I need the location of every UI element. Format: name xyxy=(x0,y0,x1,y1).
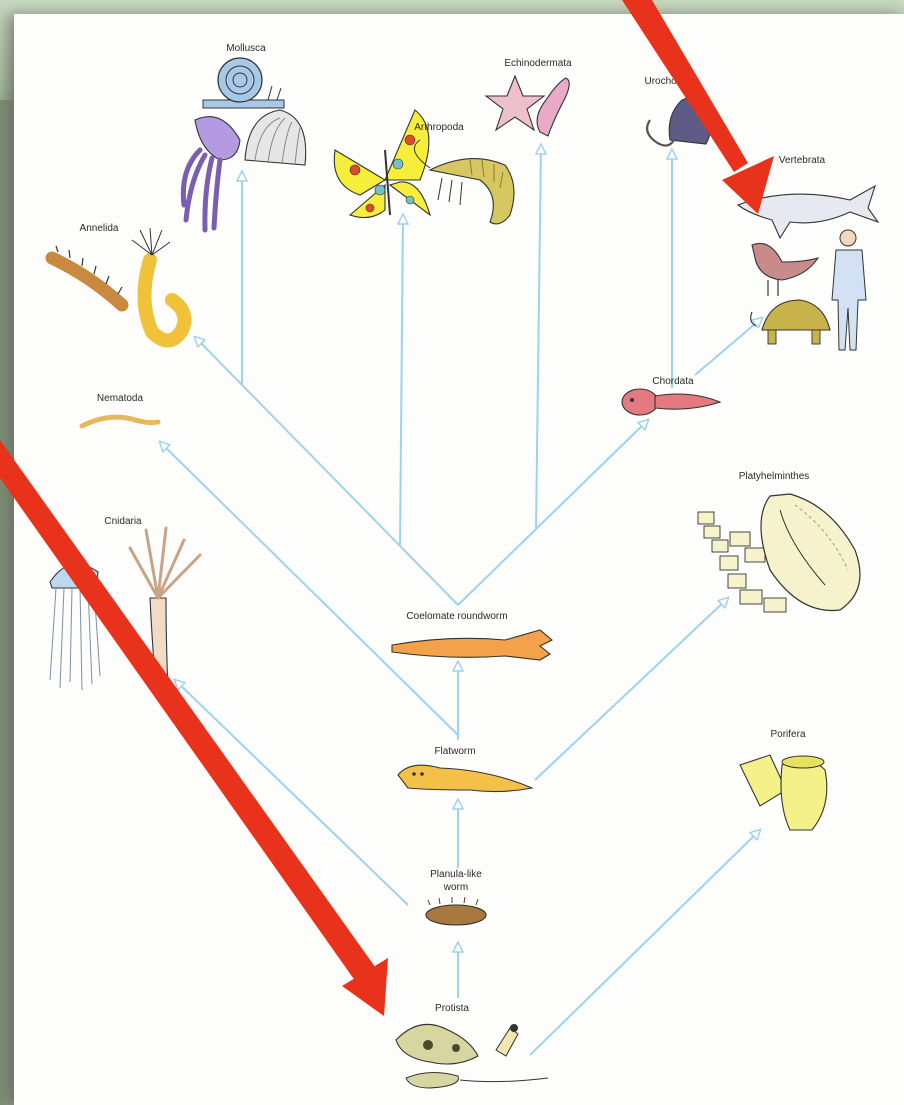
starfish-icon xyxy=(486,76,544,130)
label-vertebrata: Vertebrata xyxy=(779,155,826,166)
label-planula-line2: worm xyxy=(443,882,468,893)
sea-cucumber-icon xyxy=(537,78,569,136)
label-mollusca: Mollusca xyxy=(226,43,266,54)
snail-icon xyxy=(203,58,284,108)
flatworm-icon xyxy=(398,765,532,791)
label-protista: Protista xyxy=(435,1003,469,1014)
label-annelida: Annelida xyxy=(80,223,119,234)
label-echinodermata: Echinodermata xyxy=(504,58,572,69)
sponge-icon xyxy=(740,755,827,830)
caterpillar-icon xyxy=(52,246,122,305)
annotation-arrow-top-right xyxy=(622,0,774,214)
branch-flatworm-platyhelminthes xyxy=(535,598,728,780)
label-arthropoda: Arthropoda xyxy=(414,122,464,133)
human-icon xyxy=(832,230,866,350)
coelomate-worm-icon xyxy=(392,630,552,660)
planula-icon xyxy=(426,897,486,925)
branch-protista-porifera xyxy=(530,830,760,1055)
branch-vertebrata xyxy=(695,318,762,375)
label-nematoda: Nematoda xyxy=(97,393,144,404)
label-coelomate-roundworm: Coelomate roundworm xyxy=(406,611,507,622)
bird-icon xyxy=(752,243,818,296)
label-cnidaria: Cnidaria xyxy=(104,516,142,527)
protist-icon xyxy=(396,1024,548,1088)
branch-coelomate-annelida xyxy=(195,337,458,605)
tube-worm-icon xyxy=(132,228,184,341)
turtle-icon xyxy=(751,300,830,344)
label-planula-line1: Planula-like xyxy=(430,869,482,880)
clam-icon xyxy=(245,110,306,165)
branch-echinodermata xyxy=(536,145,541,528)
label-platyhelminthes: Platyhelminthes xyxy=(739,471,810,482)
tadpole-icon xyxy=(622,389,720,415)
branch-flatworm-nematoda xyxy=(160,442,458,735)
branch-coelomate-chordata xyxy=(458,420,648,605)
nematode-icon xyxy=(82,417,158,426)
fluke-icon xyxy=(761,494,860,611)
annotation-arrow-bottom-left xyxy=(0,440,388,1016)
label-flatworm: Flatworm xyxy=(434,746,475,757)
label-chordata: Chordata xyxy=(652,376,694,387)
squid-icon xyxy=(183,117,240,230)
branch-arthropoda xyxy=(400,215,403,545)
label-porifera: Porifera xyxy=(770,729,805,740)
